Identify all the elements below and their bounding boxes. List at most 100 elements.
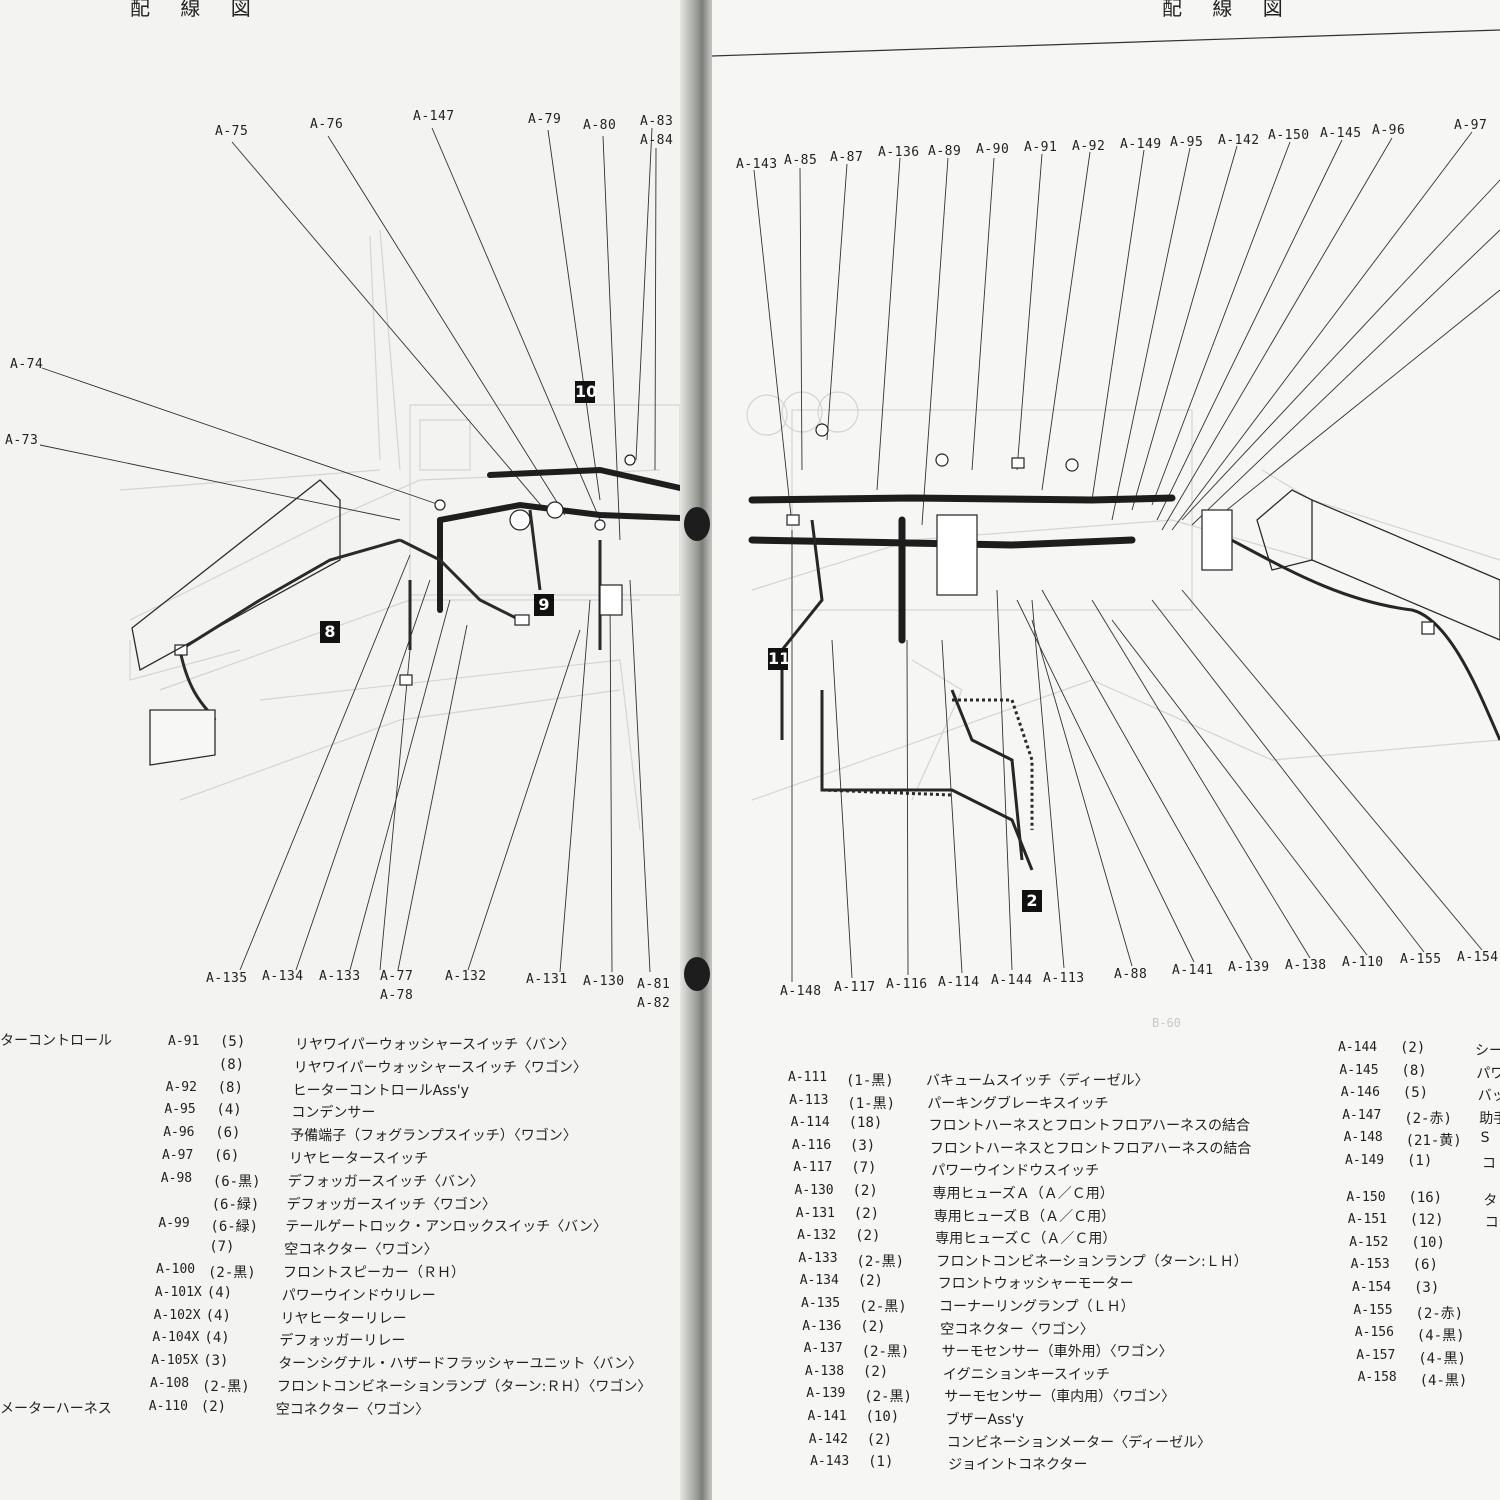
connector-code: A-101X	[154, 1284, 202, 1300]
callout-a-148: A-148	[780, 984, 822, 999]
callout-a-74: A-74	[10, 357, 44, 372]
connector-pins: (4-黒)	[1419, 1373, 1468, 1390]
callout-a-85: A-85	[784, 153, 818, 168]
connector-pins: (1)	[1407, 1153, 1433, 1169]
callout-a-144: A-144	[991, 973, 1033, 988]
connector-code: A-143	[810, 1454, 850, 1470]
connector-description: 専用ヒューズＢ（Ａ／Ｃ用）	[933, 1208, 1116, 1225]
callout-a-91: A-91	[1024, 140, 1058, 155]
connector-description: バッ	[1477, 1088, 1500, 1105]
connector-code: A-113	[789, 1092, 829, 1108]
callout-a-89: A-89	[928, 144, 962, 159]
callout-a-147: A-147	[413, 109, 455, 124]
connector-pins: (7)	[209, 1239, 235, 1256]
connector-pins: (21-黄)	[1405, 1133, 1462, 1150]
connector-description: テールゲートロック・アンロックスイッチ〈バン〉	[285, 1219, 607, 1236]
connector-pins: (2)	[866, 1431, 893, 1448]
connector-description: パワーウインドウスイッチ	[931, 1163, 1100, 1180]
connector-code: A-104X	[152, 1330, 200, 1346]
connector-pins: (2)	[855, 1228, 881, 1245]
connector-code: A-116	[791, 1137, 832, 1153]
left-legend: ターコントロール メーターハーネス A-91(5)リヤワイパーウォッシャースイッ…	[0, 1030, 690, 1470]
callout-a-155: A-155	[1400, 952, 1442, 967]
callout-a-88: A-88	[1114, 967, 1148, 982]
connector-pins: (3)	[849, 1137, 876, 1154]
marker-10: 10	[575, 381, 598, 403]
connector-code: A-141	[807, 1409, 847, 1424]
connector-pins: (2)	[200, 1398, 227, 1415]
binder-hole	[684, 957, 710, 991]
callout-a-81: A-81	[637, 977, 671, 992]
callout-a-83: A-83	[640, 114, 674, 129]
connector-pins: (5)	[1402, 1085, 1429, 1102]
connector-code: A-136	[802, 1318, 842, 1334]
connector-code: A-117	[793, 1160, 833, 1176]
connector-pins: (2-黒)	[202, 1379, 250, 1395]
connector-description: 予備端子（フォグランプスイッチ）〈ワゴン〉	[290, 1128, 577, 1145]
connector-code: A-97	[162, 1148, 194, 1163]
connector-description: コ	[1484, 1215, 1499, 1232]
callout-a-116: A-116	[886, 977, 928, 992]
callout-a-135: A-135	[206, 971, 248, 986]
connector-description: パワーウインドウリレー	[281, 1287, 436, 1304]
connector-pins: (3)	[1414, 1280, 1440, 1296]
left-wiring-diagram	[39, 127, 683, 973]
callout-a-110: A-110	[1342, 955, 1384, 970]
connector-code: A-99	[158, 1216, 190, 1232]
connector-pins: (2)	[1400, 1040, 1426, 1056]
connector-pins: (10)	[1411, 1234, 1445, 1251]
connector-pins: (8)	[218, 1056, 245, 1073]
connector-code: A-132	[797, 1228, 837, 1244]
marker-2: 2	[1022, 890, 1042, 912]
connector-description: ターンシグナル・ハザードフラッシャーユニット〈バン〉	[278, 1356, 643, 1373]
connector-code: A-148	[1343, 1130, 1383, 1146]
connector-code: A-153	[1350, 1257, 1390, 1273]
marker-8: 8	[320, 621, 340, 643]
callout-a-96: A-96	[1372, 123, 1406, 138]
callout-a-77: A-77	[380, 969, 414, 984]
connector-description: サーモセンサー（車外用）〈ワゴン〉	[941, 1344, 1173, 1361]
callout-a-131: A-131	[526, 972, 568, 987]
connector-description: リヤヒータースイッチ	[289, 1151, 429, 1167]
callout-a-76: A-76	[310, 117, 344, 132]
connector-description: コンビネーションメーター〈ディーゼル〉	[946, 1434, 1212, 1451]
connector-pins: (2)	[852, 1183, 878, 1199]
connector-pins: (4-黒)	[1418, 1350, 1466, 1367]
connector-pins: (1-黒)	[846, 1073, 894, 1089]
connector-pins: (6)	[215, 1125, 241, 1142]
connector-description: デフォッガーリレー	[279, 1333, 406, 1350]
callout-a-138: A-138	[1285, 958, 1327, 973]
connector-code: A-152	[1349, 1234, 1389, 1250]
connector-description: S	[1480, 1130, 1490, 1147]
connector-description: リヤワイパーウォッシャースイッチ〈バン〉	[295, 1037, 575, 1053]
connector-pins: (10)	[865, 1409, 900, 1425]
connector-pins: (2)	[853, 1205, 880, 1222]
callout-a-73: A-73	[5, 433, 39, 448]
connector-description: リヤワイパーウォッシャースイッチ〈ワゴン〉	[293, 1059, 587, 1076]
connector-description: コーナーリングランプ（ＬＨ）	[939, 1299, 1135, 1315]
connector-pins: (4)	[216, 1102, 242, 1119]
connector-pins: (2-黒)	[864, 1389, 912, 1406]
connector-pins: (7)	[851, 1160, 877, 1177]
connector-code: A-133	[798, 1250, 838, 1266]
connector-code: A-139	[806, 1386, 846, 1402]
connector-code: A-108	[150, 1376, 190, 1391]
legend-fragment: メーターハーネス	[0, 1401, 112, 1417]
callout-a-87: A-87	[830, 150, 864, 165]
right-legend: A-111(1-黒)バキュームスイッチ〈ディーゼル〉A-113(1-黒)パーキン…	[712, 1040, 1500, 1480]
connector-description: デフォッガースイッチ〈ワゴン〉	[286, 1196, 496, 1213]
callout-a-113: A-113	[1043, 971, 1085, 986]
marker-11: 11	[768, 648, 791, 670]
connector-code: A-138	[804, 1363, 845, 1379]
connector-code: A-96	[163, 1125, 195, 1141]
connector-code: A-92	[165, 1079, 197, 1095]
connector-pins: (2-黒)	[208, 1265, 256, 1281]
connector-pins: (18)	[848, 1115, 883, 1132]
connector-description: バキュームスイッチ〈ディーゼル〉	[926, 1073, 1149, 1089]
connector-pins: (3)	[203, 1353, 229, 1370]
connector-pins: (4-黒)	[1416, 1328, 1465, 1345]
connector-pins: (8)	[1401, 1062, 1427, 1079]
callout-a-139: A-139	[1228, 960, 1270, 975]
connector-description: ジョイントコネクター	[948, 1457, 1088, 1474]
